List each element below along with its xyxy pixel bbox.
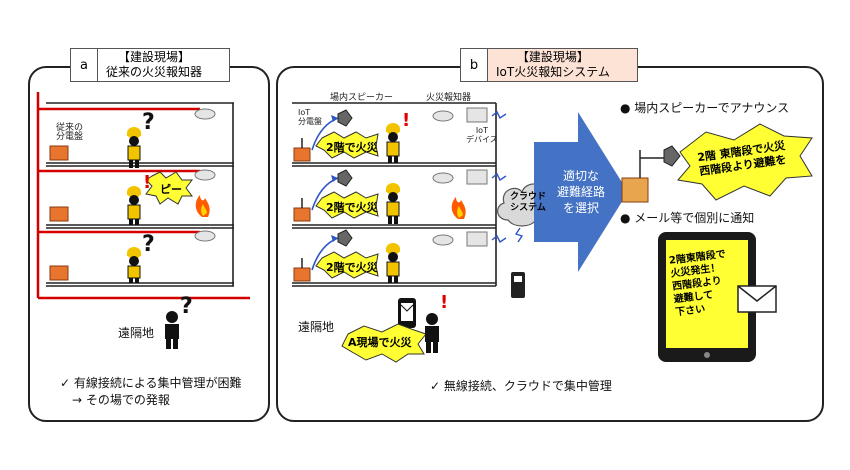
panel-b-title-line2: IoT火災報知システム bbox=[496, 65, 610, 79]
cloud-label: クラウド システム bbox=[509, 192, 546, 213]
routing-arrow-text: 適切な 避難経路 を選択 bbox=[556, 169, 605, 215]
iot-note: ✓ 無線接続、クラウドで集中管理 bbox=[430, 379, 612, 393]
tablet-message: 2階東階段で 火災発生！ 西階段より 避難して 下さい bbox=[668, 248, 727, 319]
worker-icon bbox=[127, 247, 141, 283]
panel-b-letter: b bbox=[461, 49, 488, 81]
floor-alert-text: 2階で火災 bbox=[326, 261, 378, 274]
alarm-label: 火災報知器 bbox=[426, 93, 472, 103]
question-mark-icon: ? bbox=[142, 232, 155, 257]
conventional-note-line1: ✓ 有線接続による集中管理が困難 bbox=[60, 376, 242, 390]
worker-icon bbox=[127, 186, 141, 225]
iot-device-icon bbox=[466, 169, 488, 185]
tablet-icon bbox=[658, 232, 756, 362]
iot-distribution-board bbox=[293, 147, 311, 162]
conventional-system-panel bbox=[28, 66, 270, 422]
iot-distribution-board bbox=[293, 207, 311, 222]
iot-device-label: IoT デバイス bbox=[466, 126, 498, 144]
speaker-label: 場内スピーカー bbox=[330, 93, 394, 103]
panel-b-title-line1: 【建設現場】 bbox=[516, 50, 589, 64]
speaker-icon bbox=[337, 109, 353, 247]
exclamation-icon: ! bbox=[143, 172, 152, 193]
panel-a-letter: a bbox=[71, 49, 98, 81]
worker-icon bbox=[127, 127, 141, 168]
smoke-detector-icon bbox=[194, 230, 216, 242]
smoke-detector-icon bbox=[194, 169, 216, 181]
exclamation-icon: ! bbox=[402, 110, 411, 131]
panel-a-title: a 【建設現場】 従来の火災報知器 bbox=[70, 48, 230, 82]
distribution-board-floor3 bbox=[49, 145, 69, 161]
question-mark-icon: ? bbox=[180, 294, 193, 319]
routing-arrow bbox=[534, 112, 628, 272]
remote-alert-burst bbox=[341, 323, 427, 363]
floor-alert-burst bbox=[315, 191, 379, 219]
alarm-sound-burst bbox=[145, 171, 193, 205]
remote-location-label: 遠隔地 bbox=[298, 320, 335, 334]
exclamation-icon: ! bbox=[440, 292, 449, 313]
wired-connection bbox=[36, 92, 250, 300]
conventional-note-line2: → その場での発報 bbox=[72, 393, 170, 407]
iot-board-label: IoT 分電盤 bbox=[298, 108, 322, 126]
panel-b-title: b 【建設現場】 IoT火災報知システム bbox=[460, 48, 638, 82]
worker-icon bbox=[386, 123, 400, 163]
smoke-detector-icon bbox=[432, 234, 454, 246]
remote-person-icon bbox=[165, 311, 179, 349]
worker-icon bbox=[386, 183, 400, 224]
distribution-board-floor2 bbox=[49, 206, 69, 222]
floor-alert-text: 2階で火災 bbox=[326, 141, 378, 154]
iot-device-icon bbox=[466, 231, 488, 247]
conventional-note: ✓ 有線接続による集中管理が困難 → その場での発報 bbox=[60, 375, 242, 409]
smoke-detector-icon bbox=[432, 110, 454, 122]
iot-device-icon bbox=[466, 107, 488, 123]
panel-a-title-line1: 【建設現場】 bbox=[118, 50, 191, 64]
floor-alert-burst bbox=[315, 131, 379, 159]
outdoor-speaker-icon bbox=[621, 145, 681, 203]
distribution-board-label: 従来の 分電盤 bbox=[56, 123, 84, 142]
remote-alert-text: A現場で火災 bbox=[348, 336, 412, 349]
remote-person-icon bbox=[425, 313, 439, 353]
mail-bullet: ● メール等で個別に通知 bbox=[620, 211, 755, 225]
envelope-icon bbox=[737, 285, 777, 313]
alarm-sound-text: ピー bbox=[160, 183, 182, 196]
floor-alert-text: 2階で火災 bbox=[326, 201, 378, 214]
iot-distribution-board bbox=[293, 267, 311, 282]
smoke-detector-icon bbox=[194, 108, 216, 120]
distribution-board-floor1 bbox=[49, 265, 69, 281]
remote-location-label: 遠隔地 bbox=[118, 326, 155, 340]
smoke-detector-icon bbox=[432, 172, 454, 184]
gateway-device-icon bbox=[511, 272, 525, 298]
announce-bullet: ● 場内スピーカーでアナウンス bbox=[620, 101, 790, 115]
panel-a-title-line2: 従来の火災報知器 bbox=[106, 65, 203, 79]
question-mark-icon: ? bbox=[142, 110, 155, 135]
announcement-burst bbox=[677, 123, 813, 201]
phone-icon bbox=[398, 298, 416, 328]
fire-icon bbox=[451, 197, 466, 219]
floor-alert-burst bbox=[315, 251, 379, 279]
fire-icon bbox=[195, 195, 210, 217]
worker-icon bbox=[386, 243, 400, 283]
